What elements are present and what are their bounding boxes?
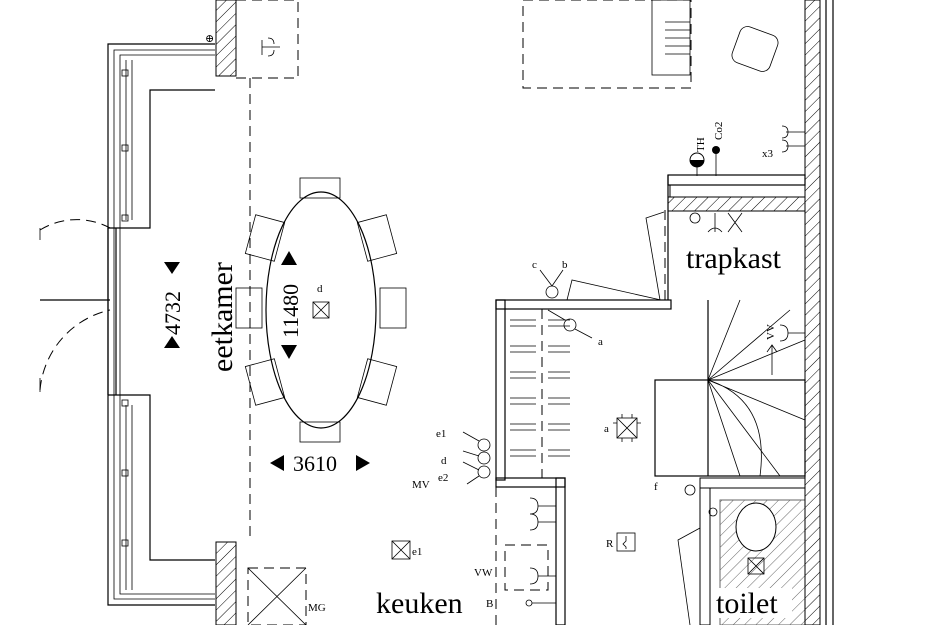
svg-text:b: b bbox=[562, 259, 568, 271]
svg-text:VV: VV bbox=[765, 324, 777, 340]
svg-text:f: f bbox=[654, 481, 658, 493]
thermostat-icon: TH bbox=[689, 137, 707, 176]
room-label-keuken: keuken bbox=[376, 587, 463, 620]
trapkast-walls bbox=[645, 174, 806, 301]
switch-group-left: e1 d e2 MV bbox=[412, 428, 491, 491]
co2-sensor-icon: Co2 bbox=[712, 122, 725, 176]
ceiling-light-a: a bbox=[604, 414, 641, 442]
kitchen-door[interactable] bbox=[566, 279, 662, 301]
b-outlet-label: B bbox=[486, 598, 493, 610]
brick-wall-bottom bbox=[215, 541, 237, 625]
kitchen-counter bbox=[495, 299, 672, 625]
switch-group-top: c b a bbox=[532, 259, 603, 348]
dishwasher-label: VW bbox=[474, 567, 493, 579]
dashed-cabinet-top bbox=[235, 0, 299, 79]
svg-text:11480: 11480 bbox=[278, 284, 303, 338]
svg-text:e2: e2 bbox=[438, 472, 448, 484]
triple-outlet-icon: x3 bbox=[762, 125, 805, 160]
dashed-furniture-top bbox=[522, 0, 692, 89]
svg-text:TH: TH bbox=[695, 137, 707, 152]
svg-text:a: a bbox=[604, 423, 609, 435]
svg-text:a: a bbox=[598, 336, 603, 348]
entrance-door[interactable] bbox=[39, 219, 111, 392]
svg-text:c: c bbox=[532, 259, 537, 271]
room-label-eetkamer: eetkamer bbox=[206, 262, 239, 372]
dining-table: d bbox=[235, 177, 407, 443]
bay-window-wall bbox=[107, 43, 215, 606]
table-light-label: d bbox=[317, 283, 323, 295]
dimension-width: 4732 bbox=[160, 262, 185, 348]
right-exterior-wall bbox=[804, 0, 834, 625]
svg-text:Co2: Co2 bbox=[713, 122, 725, 140]
crosshair-icon: ⊕ bbox=[205, 33, 214, 45]
staircase: VV bbox=[654, 299, 806, 477]
svg-text:R: R bbox=[606, 538, 614, 550]
brick-wall-top bbox=[215, 0, 237, 77]
kitchen-light-e1: e1 bbox=[391, 540, 422, 560]
svg-text:d: d bbox=[441, 455, 447, 467]
svg-text:3610: 3610 bbox=[293, 451, 337, 476]
room-label-toilet: toilet bbox=[716, 587, 778, 620]
meter-label: MG bbox=[308, 602, 326, 614]
svg-text:e1: e1 bbox=[436, 428, 446, 440]
meter-cabinet bbox=[247, 567, 307, 625]
svg-text:x3: x3 bbox=[762, 148, 774, 160]
svg-text:e1: e1 bbox=[412, 546, 422, 558]
smoke-detector-icon: R bbox=[606, 532, 636, 552]
svg-text:MV: MV bbox=[412, 479, 430, 491]
dimension-table-width: 3610 bbox=[270, 451, 370, 476]
room-label-trapkast: trapkast bbox=[686, 242, 782, 275]
dimension-table-length: 11480 bbox=[278, 251, 303, 359]
svg-text:4732: 4732 bbox=[160, 291, 185, 335]
